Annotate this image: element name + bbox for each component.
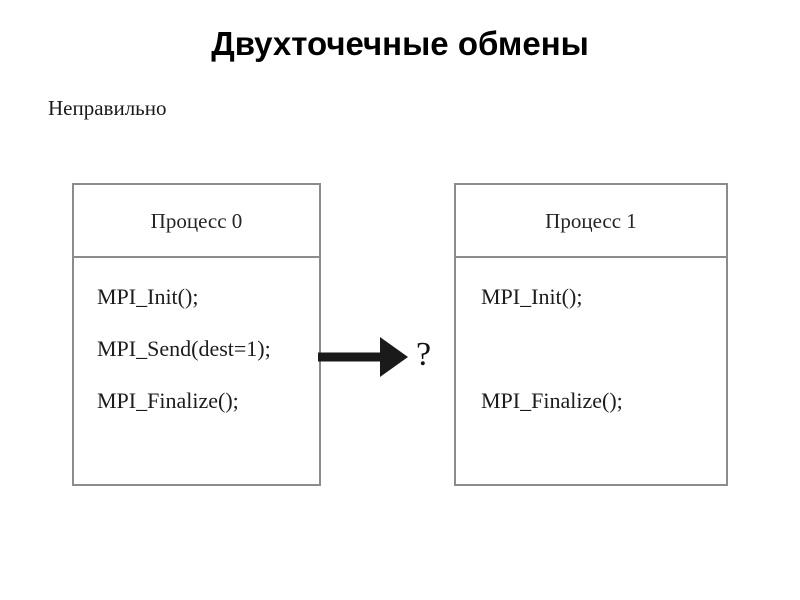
page-title: Двухточечные обмены (211, 25, 589, 62)
process-box-1: Процесс 1 MPI_Init(); MPI_Finalize(); (454, 183, 728, 486)
code-line: MPI_Send(dest=1); (97, 336, 271, 361)
process-box-0-title: Процесс 0 (150, 208, 243, 233)
process-box-1-title: Процесс 1 (545, 208, 637, 233)
process-box-1-header: Процесс 1 (456, 185, 726, 258)
process-box-0-header: Процесс 0 (74, 185, 319, 258)
code-line: MPI_Init(); (97, 284, 199, 309)
message-arrow-icon (318, 332, 412, 382)
process-box-1-body: MPI_Init(); MPI_Finalize(); (456, 260, 726, 484)
code-line: MPI_Finalize(); (97, 388, 239, 413)
code-line-blank (481, 336, 726, 362)
code-line: MPI_Finalize(); (481, 388, 623, 413)
process-box-0-body: MPI_Init(); MPI_Send(dest=1); MPI_Finali… (74, 260, 319, 484)
code-line: MPI_Init(); (481, 284, 583, 309)
subtitle-label: Неправильно (48, 96, 167, 120)
process-box-0: Процесс 0 MPI_Init(); MPI_Send(dest=1); … (72, 183, 321, 486)
question-mark-annotation: ? (416, 336, 432, 373)
